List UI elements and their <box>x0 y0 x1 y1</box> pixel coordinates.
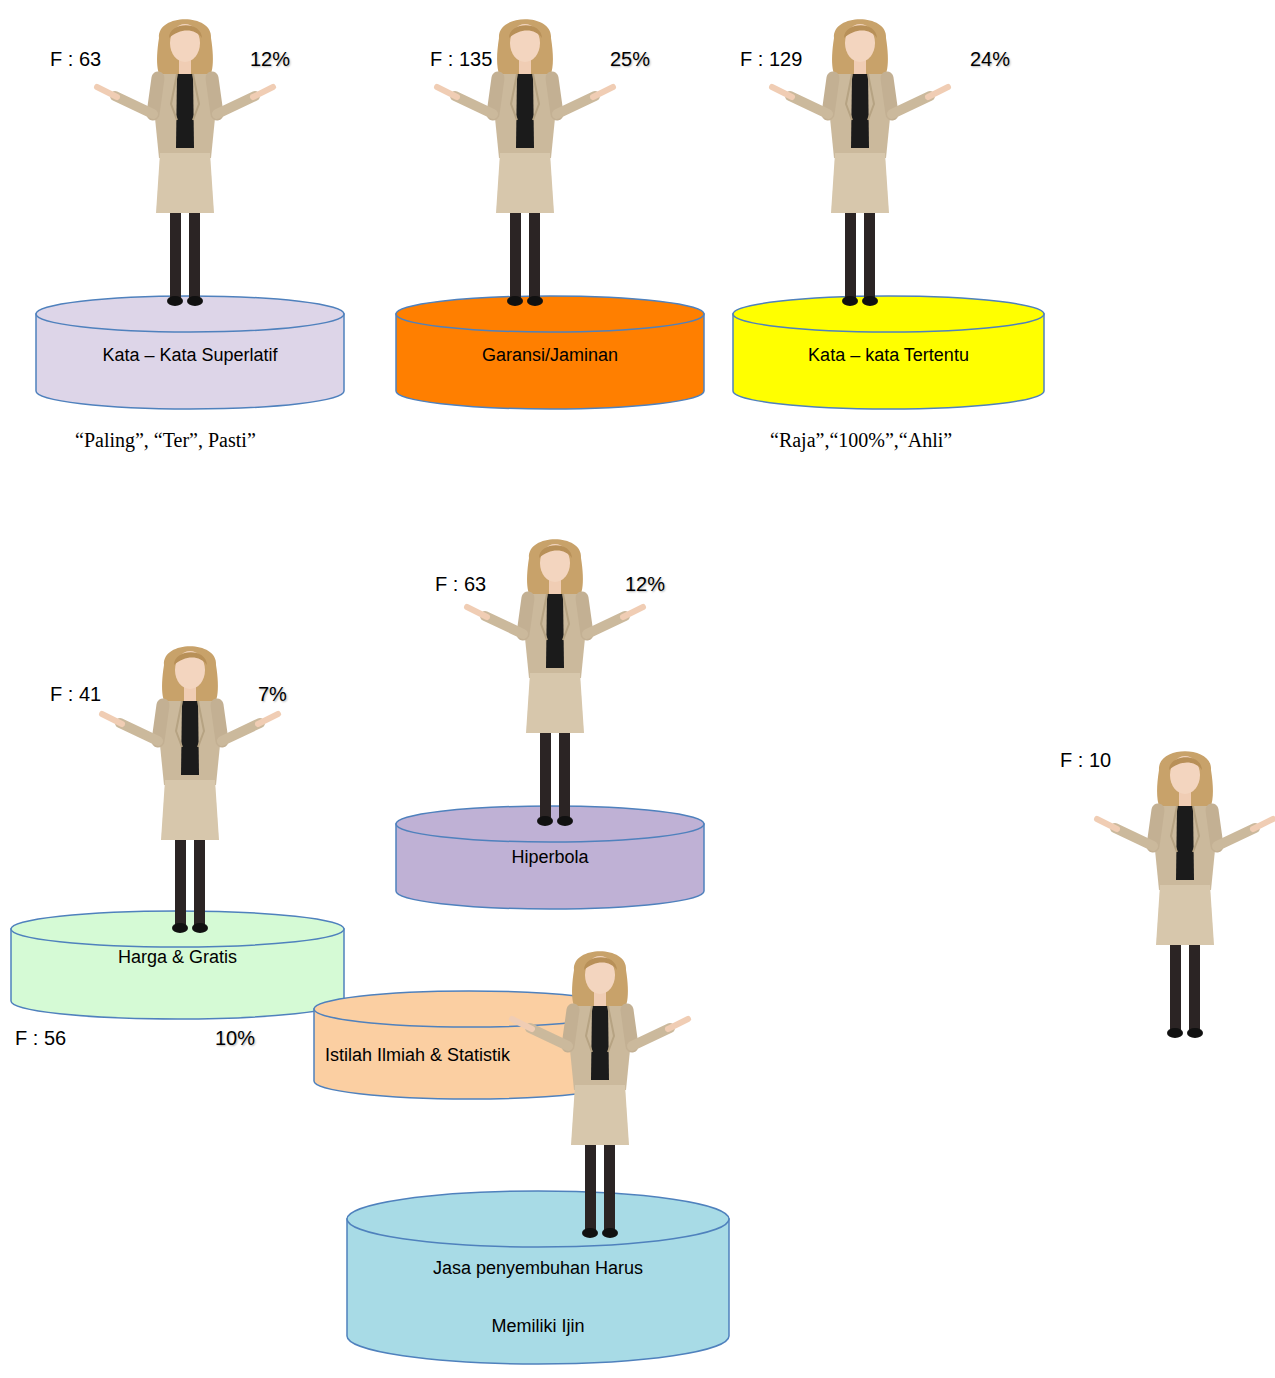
cylinder-node: Garansi/Jaminan <box>395 295 705 410</box>
node-text-block: Kata – kata Tertentu <box>732 295 1045 366</box>
cylinder-label: Kata – Kata Superlatif <box>102 344 277 366</box>
node-text-block: Hiperbola <box>395 805 705 868</box>
node-text-block: Kata – Kata Superlatif <box>35 295 345 366</box>
percentage-label: 12% <box>250 47 290 71</box>
frequency-label: F : 129 <box>740 47 802 71</box>
node-text-block: Istilah Ilmiah & Statistik <box>313 990 625 1066</box>
cylinder-label: Jasa penyembuhan Harus Memiliki Ijin <box>418 1239 658 1355</box>
percentage-label: 12% <box>625 572 665 596</box>
percentage-label: 7% <box>258 682 287 706</box>
example-words: “Paling”, “Ter”, Pasti” <box>75 428 256 452</box>
cylinder-label: Harga & Gratis <box>118 946 237 968</box>
cylinder-node: Kata – Kata Superlatif <box>35 295 345 410</box>
cylinder-label: Istilah Ilmiah & Statistik <box>325 1044 510 1066</box>
node-text-block: Jasa penyembuhan Harus Memiliki Ijin <box>346 1190 730 1355</box>
cylinder-node: Hiperbola <box>395 805 705 910</box>
cylinder-label: Hiperbola <box>511 846 588 868</box>
cylinder-node: Harga & Gratis <box>10 910 345 1020</box>
cylinder-top <box>347 1191 729 1247</box>
woman-figure <box>512 951 688 1238</box>
node-text-block: Garansi/Jaminan <box>395 295 705 366</box>
woman-figure <box>97 19 273 306</box>
cylinder-label: Kata – kata Tertentu <box>808 344 969 366</box>
cylinder-node: Jasa penyembuhan Harus Memiliki Ijin <box>346 1190 730 1365</box>
cylinder-node: Kata – kata Tertentu <box>732 295 1045 410</box>
cylinder-top <box>396 296 704 332</box>
frequency-label: F : 135 <box>430 47 492 71</box>
percentage-label: 10% <box>215 1026 255 1050</box>
percentage-label: 25% <box>610 47 650 71</box>
frequency-label: F : 41 <box>50 682 101 706</box>
cylinder-top <box>733 296 1044 332</box>
example-words: “Raja”,“100%”,“Ahli” <box>770 428 952 452</box>
woman-figure <box>1097 751 1273 1038</box>
woman-figure <box>102 646 278 933</box>
cylinder-label: Garansi/Jaminan <box>482 344 618 366</box>
percentage-label: 24% <box>970 47 1010 71</box>
node-text-block: Harga & Gratis <box>10 910 345 968</box>
woman-figure <box>467 539 643 826</box>
frequency-label: F : 56 <box>15 1026 66 1050</box>
frequency-label: F : 63 <box>435 572 486 596</box>
frequency-label: F : 10 <box>1060 748 1111 772</box>
frequency-label: F : 63 <box>50 47 101 71</box>
